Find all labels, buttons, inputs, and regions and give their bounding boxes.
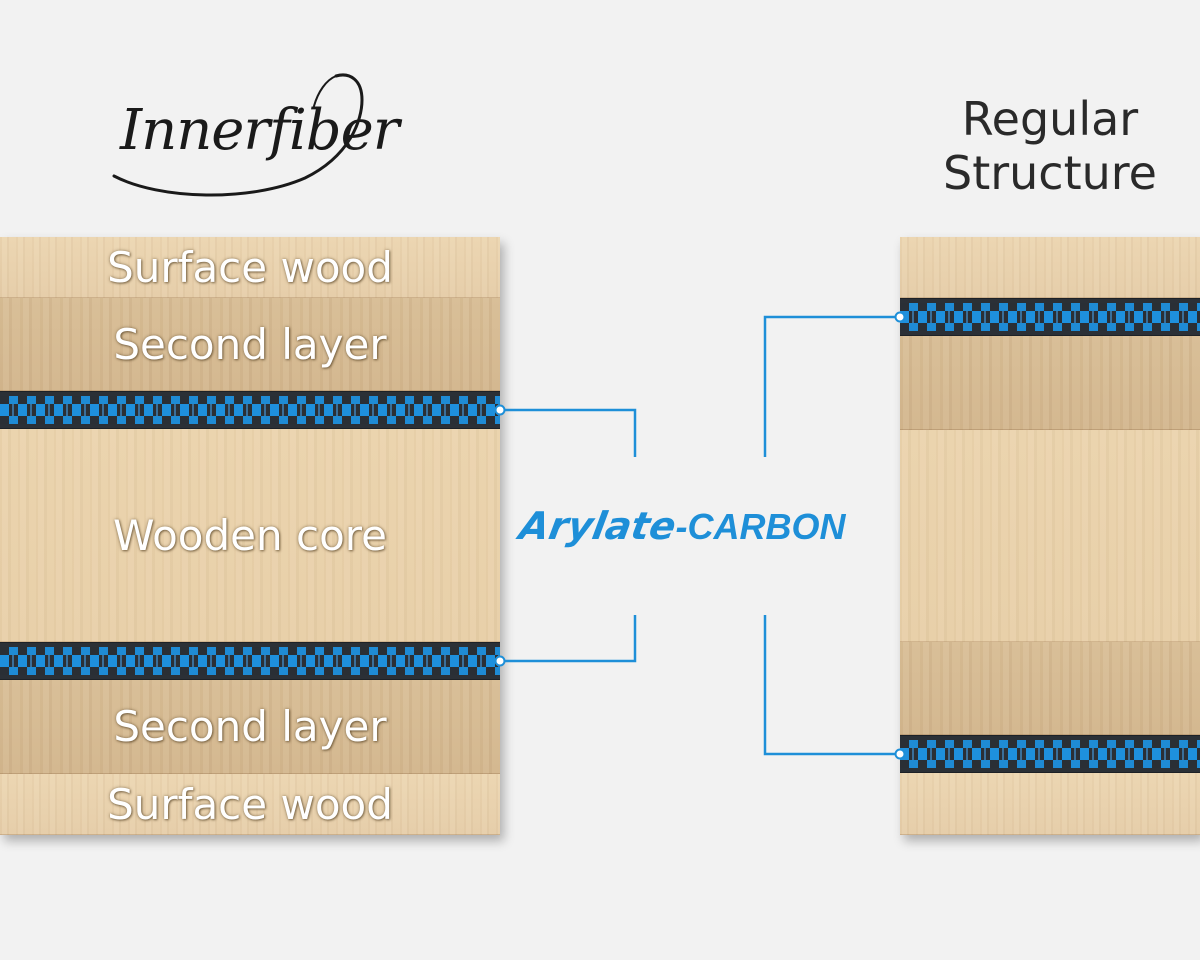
carbon-separator: - <box>675 506 688 547</box>
connector-left-bottom <box>500 615 637 663</box>
carbon-brand-text: Arylate <box>516 504 680 548</box>
connector-dot-left-top <box>494 404 506 416</box>
connector-left-top <box>500 408 637 457</box>
right-layer-surface-top <box>900 237 1200 298</box>
left-layer-surface-top: Surface wood <box>0 237 500 298</box>
right-layer-carbon-top <box>900 298 1200 336</box>
right-layer-second-top <box>900 336 1200 430</box>
connector-dot-right-bottom <box>894 748 906 760</box>
regular-structure-title: Regular Structure <box>943 92 1157 200</box>
right-layer-second-bottom <box>900 642 1200 735</box>
left-layer-second-bottom: Second layer <box>0 680 500 774</box>
logo-text: Innerfiber <box>120 98 400 163</box>
connector-right-top <box>763 315 900 457</box>
left-layer-second-top: Second layer <box>0 298 500 391</box>
left-layer-carbon-top <box>0 391 500 429</box>
right-layer-surface-bottom <box>900 773 1200 835</box>
arylate-carbon-label: Arylate-CARBON <box>516 504 890 554</box>
right-layer-wooden-core <box>900 430 1200 642</box>
right-layer-carbon-bottom <box>900 735 1200 773</box>
left-layer-wooden-core: Wooden core <box>0 429 500 642</box>
regular-structure-panel <box>900 237 1200 835</box>
innerfiber-logo: Innerfiber <box>100 60 400 210</box>
connector-dot-right-top <box>894 311 906 323</box>
carbon-word-text: CARBON <box>687 506 846 547</box>
left-layer-carbon-bottom <box>0 642 500 680</box>
innerfiber-structure-panel: Surface wood Second layer Wooden core Se… <box>0 237 500 835</box>
connector-right-bottom <box>763 615 900 756</box>
connector-dot-left-bottom <box>494 655 506 667</box>
logo-swash-icon <box>112 73 364 197</box>
left-layer-surface-bottom: Surface wood <box>0 774 500 835</box>
